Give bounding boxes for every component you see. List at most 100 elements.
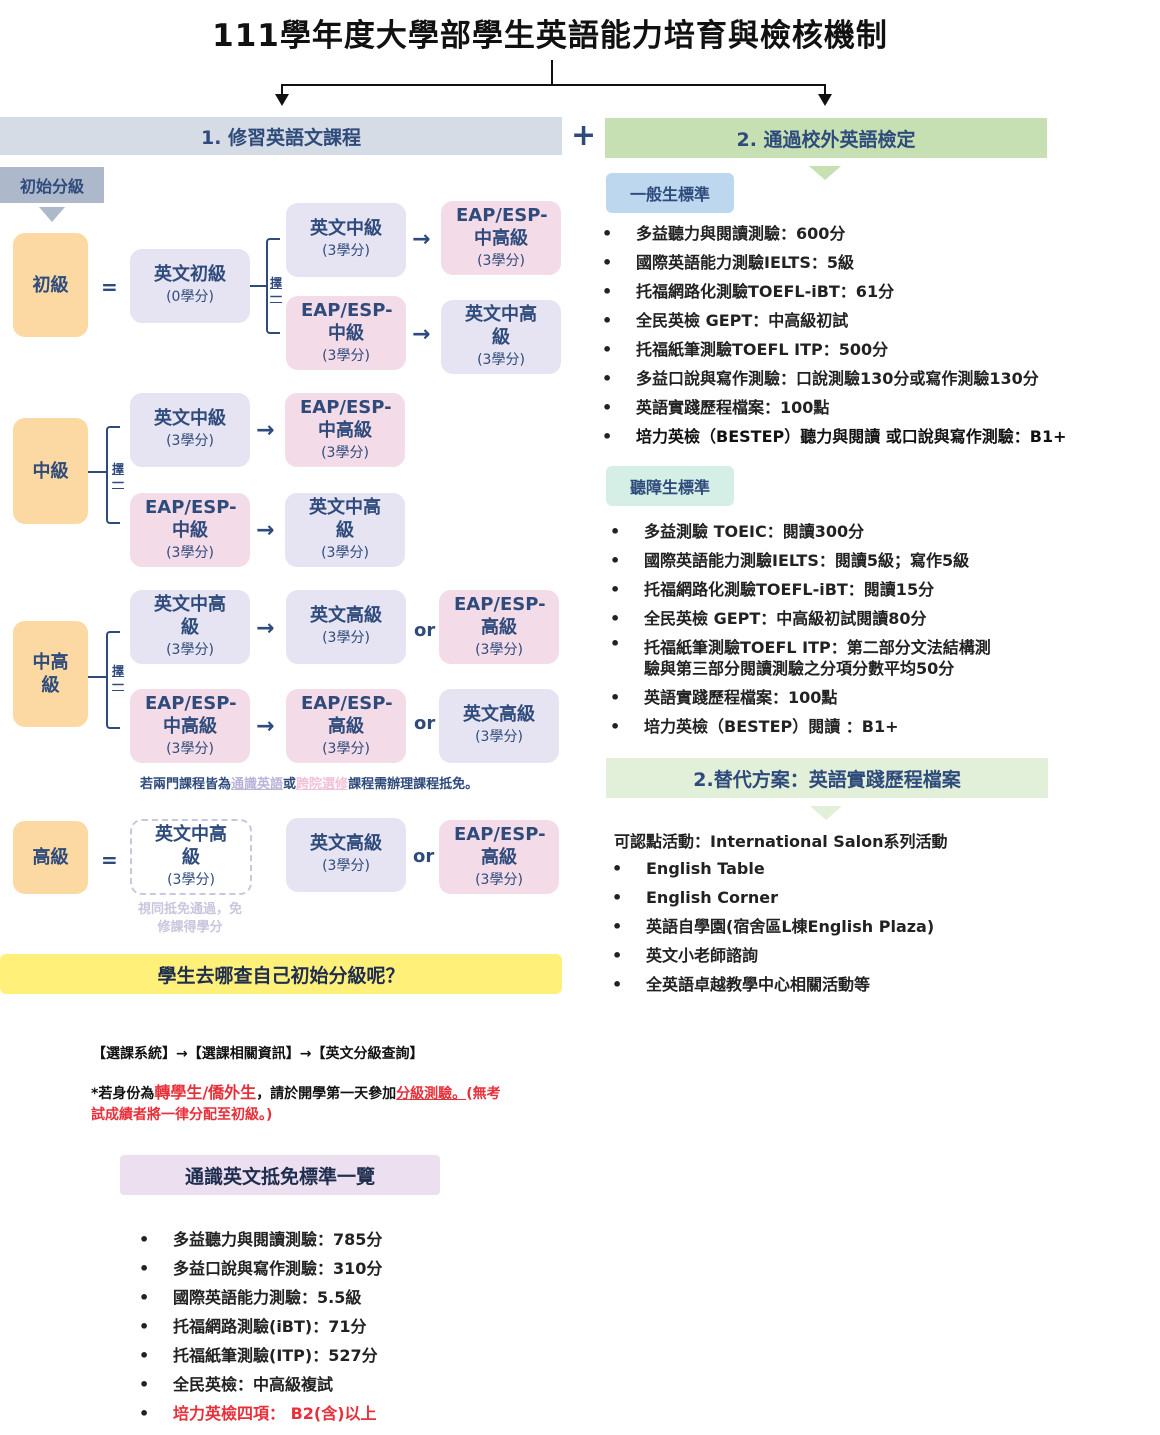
general-standard-label: 一般生標準 bbox=[606, 173, 734, 213]
course-eap-mid: EAP/ESP-中級 (3學分) bbox=[286, 296, 406, 370]
or-label: or bbox=[414, 713, 436, 734]
course-eap-high: EAP/ESP-高級 (3學分) bbox=[286, 689, 406, 763]
list-item: 全民英檢：中高級複試 bbox=[139, 1370, 559, 1399]
course-eap-high: EAP/ESP-高級 (3學分) bbox=[439, 590, 559, 664]
level-mid: 中級 bbox=[13, 418, 88, 524]
arrow-down-left-icon bbox=[275, 94, 289, 106]
course-eap-high: EAP/ESP-高級 (3學分) bbox=[439, 820, 559, 894]
list-item: 培力英檢（BESTEP）閱讀 ：B1+ bbox=[610, 712, 1000, 741]
course-name: EAP/ESP-中級 bbox=[301, 299, 393, 344]
list-item: 國際英語能力測驗IELTS：閱讀5級；寫作5級 bbox=[610, 546, 1000, 575]
course-credit: (3學分) bbox=[321, 444, 369, 461]
course-eng-mid: 英文中級 (3學分) bbox=[130, 393, 250, 467]
course-name: 英文高級 bbox=[310, 833, 382, 854]
choose-one-label: 擇一 bbox=[270, 276, 283, 304]
note-part: 或 bbox=[283, 777, 297, 792]
query-question: 學生去哪查自己初始分級呢？ bbox=[0, 954, 562, 994]
arrow-right-icon: → bbox=[256, 616, 275, 641]
course-credit: (3學分) bbox=[322, 740, 370, 757]
connector-vertical bbox=[551, 60, 553, 85]
course-name: 英文中級 bbox=[154, 408, 226, 429]
course-name: EAP/ESP-中高級 bbox=[456, 204, 548, 249]
course-credit: (3學分) bbox=[322, 243, 370, 259]
course-credit: (3學分) bbox=[166, 544, 214, 561]
list-item: 多益聽力與閱讀測驗：785分 bbox=[139, 1225, 559, 1254]
list-item: English Table bbox=[612, 854, 1072, 883]
course-eap-upper: EAP/ESP-中高級 (3學分) bbox=[130, 689, 250, 763]
note-cross-college: 跨院選修 bbox=[296, 777, 349, 792]
alternative-header: 2.替代方案：英語實踐歷程檔案 bbox=[606, 758, 1048, 798]
choose-bracket bbox=[266, 238, 280, 334]
query-path: 【選課系統】→【選課相關資訊】→【英文分級查詢】 bbox=[92, 1046, 424, 1062]
choose-one-label: 擇一 bbox=[112, 664, 125, 692]
hearing-standard-list: 多益測驗 TOEIC：閱讀300分 國際英語能力測驗IELTS：閱讀5級；寫作5… bbox=[610, 517, 1000, 741]
course-name: 英文中高級 bbox=[154, 593, 226, 638]
arrow-down-right-icon bbox=[818, 94, 832, 106]
course-name: 英文初級 bbox=[154, 264, 226, 285]
arrow-right-icon: → bbox=[412, 227, 431, 252]
list-item: 英文小老師諮詢 bbox=[612, 941, 1072, 970]
course-name: 英文高級 bbox=[463, 704, 535, 725]
course-credit: (3學分) bbox=[166, 433, 214, 449]
course-eap-mid: EAP/ESP-中級 (3學分) bbox=[130, 493, 250, 567]
section2-header: 2. 通過校外英語檢定 bbox=[605, 118, 1047, 158]
level-upper: 中高級 bbox=[13, 621, 88, 727]
list-item: 托福網路測驗(iBT)：71分 bbox=[139, 1312, 559, 1341]
course-eap-upper: EAP/ESP-中高級 (3學分) bbox=[441, 201, 561, 275]
connector-horizontal bbox=[281, 84, 826, 86]
list-item: 全民英檢 GEPT：中高級初試閱讀80分 bbox=[610, 604, 1000, 633]
placement-test-link[interactable]: 分級測驗。 bbox=[396, 1086, 467, 1102]
list-item: 托福網路化測驗TOEFL-iBT：61分 bbox=[602, 277, 1122, 306]
equals-sign: = bbox=[101, 848, 118, 872]
course-credit: (3學分) bbox=[475, 871, 523, 888]
section2-pointer-icon bbox=[809, 166, 841, 180]
course-credit: (3學分) bbox=[322, 630, 370, 646]
or-label: or bbox=[414, 620, 436, 641]
alternative-pointer-icon bbox=[810, 806, 842, 820]
list-item: 托福紙筆測驗TOEFL ITP：第二部分文法結構測驗與第三部分閱讀測驗之分項分數… bbox=[610, 633, 1000, 683]
course-credit: (3學分) bbox=[322, 858, 370, 874]
section1-header: 1. 修習英語文課程 bbox=[0, 117, 562, 155]
note-part: *若身份為 bbox=[91, 1086, 155, 1102]
list-item: 托福網路化測驗TOEFL-iBT：閱讀15分 bbox=[610, 575, 1000, 604]
arrow-right-icon: → bbox=[256, 714, 275, 739]
list-item: 多益口說與寫作測驗：310分 bbox=[139, 1254, 559, 1283]
note-part: 若兩門課程皆為 bbox=[140, 777, 232, 792]
course-name: EAP/ESP-高級 bbox=[454, 823, 546, 868]
level-high: 高級 bbox=[13, 821, 88, 894]
bracket-stem bbox=[88, 676, 106, 678]
course-eng-basic: 英文初級 (0學分) bbox=[130, 249, 250, 323]
list-item: 托福紙筆測驗TOEFL ITP：500分 bbox=[602, 335, 1122, 364]
course-credit: (3學分) bbox=[475, 641, 523, 658]
list-item: 托福紙筆測驗(ITP)：527分 bbox=[139, 1341, 559, 1370]
course-credit: (3學分) bbox=[475, 729, 523, 745]
course-credit: (3學分) bbox=[477, 351, 525, 368]
list-item: English Corner bbox=[612, 883, 1072, 912]
course-eng-mid: 英文中級 (3學分) bbox=[286, 203, 406, 277]
initial-down-arrow-icon bbox=[39, 207, 65, 222]
list-item: 全民英檢 GEPT：中高級初試 bbox=[602, 306, 1122, 335]
alternative-list: English Table English Corner 英語自學園(宿舍區L棟… bbox=[612, 854, 1072, 999]
course-credit: (3學分) bbox=[477, 252, 525, 269]
course-credit: (3學分) bbox=[321, 544, 369, 561]
note-general-english: 通識英語 bbox=[231, 777, 284, 792]
list-item: 英語自學園(宿舍區L棟English Plaza) bbox=[612, 912, 1072, 941]
equals-sign: = bbox=[101, 275, 118, 299]
course-name: EAP/ESP-中級 bbox=[145, 496, 237, 541]
exemption-title: 通識英文抵免標準一覽 bbox=[120, 1155, 440, 1195]
transfer-student-highlight: 轉學生/僑外生 bbox=[154, 1083, 257, 1102]
transfer-note: *若身份為轉學生/僑外生，請於開學第一天參加分級測驗。(無考試成績者將一律分配至… bbox=[91, 1082, 511, 1126]
list-item: 多益測驗 TOEIC：閱讀300分 bbox=[610, 517, 1000, 546]
bracket-stem bbox=[250, 285, 268, 287]
course-eng-upper: 英文中高級 (3學分) bbox=[285, 493, 405, 567]
course-eng-upper-waived: 英文中高級 (3學分) bbox=[130, 819, 252, 895]
course-name: EAP/ESP-高級 bbox=[301, 692, 393, 737]
course-name: 英文中級 bbox=[310, 218, 382, 239]
general-standard-list: 多益聽力與閱讀測驗：600分 國際英語能力測驗IELTS：5級 托福網路化測驗T… bbox=[602, 219, 1122, 451]
course-name: EAP/ESP-中高級 bbox=[145, 692, 237, 737]
course-credit: (3學分) bbox=[166, 740, 214, 757]
no-score-note: (無考試成績者將一律分配至初級。) bbox=[91, 1086, 501, 1123]
course-eng-high: 英文高級 (3學分) bbox=[286, 590, 406, 664]
page-title: 111學年度大學部學生英語能力培育與檢核機制 bbox=[212, 18, 888, 54]
course-credit: (0學分) bbox=[166, 289, 214, 305]
